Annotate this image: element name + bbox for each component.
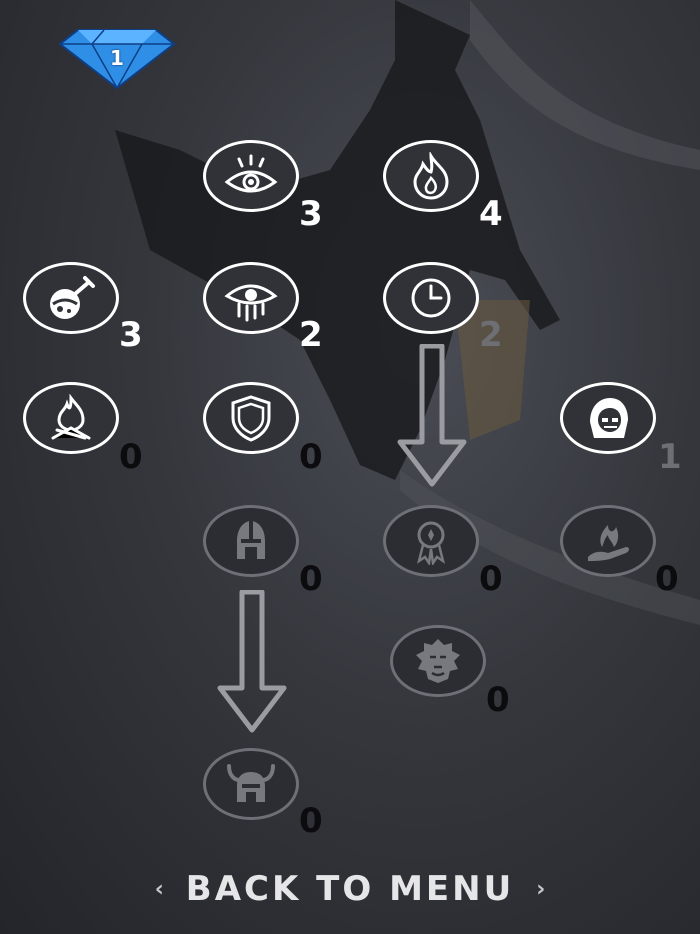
skill-campfire[interactable] bbox=[23, 382, 119, 454]
skill-level: 3 bbox=[119, 315, 143, 355]
lion-head-icon bbox=[416, 639, 460, 683]
spartan-helmet-icon bbox=[237, 521, 265, 559]
gem-count: 1 bbox=[110, 46, 124, 70]
skill-level: 3 bbox=[299, 194, 323, 234]
arrow-down-icon bbox=[397, 344, 467, 487]
diamond-icon bbox=[58, 29, 176, 90]
skill-level: 2 bbox=[299, 315, 323, 355]
medal-ribbon-icon bbox=[417, 521, 445, 565]
skill-potion[interactable] bbox=[23, 262, 119, 334]
chevron-right-icon: › bbox=[536, 876, 546, 902]
weeping-eye-icon bbox=[224, 284, 278, 322]
skill-level: 0 bbox=[119, 437, 143, 477]
skill-level: 2 bbox=[479, 315, 503, 355]
skill-level: 0 bbox=[486, 680, 510, 720]
skill-level: 0 bbox=[299, 559, 323, 599]
skill-weeping-eye[interactable] bbox=[203, 262, 299, 334]
skill-level: 1 bbox=[658, 437, 682, 477]
skill-spartan-helmet[interactable] bbox=[203, 505, 299, 577]
horned-helmet-icon bbox=[227, 764, 275, 802]
skill-horned-helmet[interactable] bbox=[203, 748, 299, 820]
flame-icon bbox=[413, 152, 449, 200]
skill-burning-hand[interactable] bbox=[560, 505, 656, 577]
skill-eye[interactable] bbox=[203, 140, 299, 212]
potion-flask-icon bbox=[50, 276, 95, 319]
arrow-down-icon bbox=[217, 590, 287, 733]
burning-hand-icon bbox=[588, 525, 629, 561]
skill-level: 0 bbox=[479, 559, 503, 599]
skill-lion-head[interactable] bbox=[390, 625, 486, 697]
skill-level: 0 bbox=[299, 801, 323, 841]
chevron-left-icon: ‹ bbox=[154, 876, 164, 902]
skill-flame[interactable] bbox=[383, 140, 479, 212]
skill-clock[interactable] bbox=[383, 262, 479, 334]
back-to-menu-button[interactable]: ‹ BACK TO MENU › bbox=[0, 866, 700, 912]
shield-icon bbox=[231, 395, 271, 442]
clock-icon bbox=[411, 278, 451, 318]
skill-shield[interactable] bbox=[203, 382, 299, 454]
hooded-skull-icon bbox=[590, 398, 628, 438]
skill-level: 0 bbox=[655, 559, 679, 599]
skill-level: 0 bbox=[299, 437, 323, 477]
skill-level: 4 bbox=[479, 194, 503, 234]
eye-icon bbox=[224, 154, 278, 193]
campfire-icon bbox=[51, 394, 91, 440]
skill-hooded-skull[interactable] bbox=[560, 382, 656, 454]
skill-medal[interactable] bbox=[383, 505, 479, 577]
back-to-menu-label: BACK TO MENU bbox=[185, 869, 515, 909]
